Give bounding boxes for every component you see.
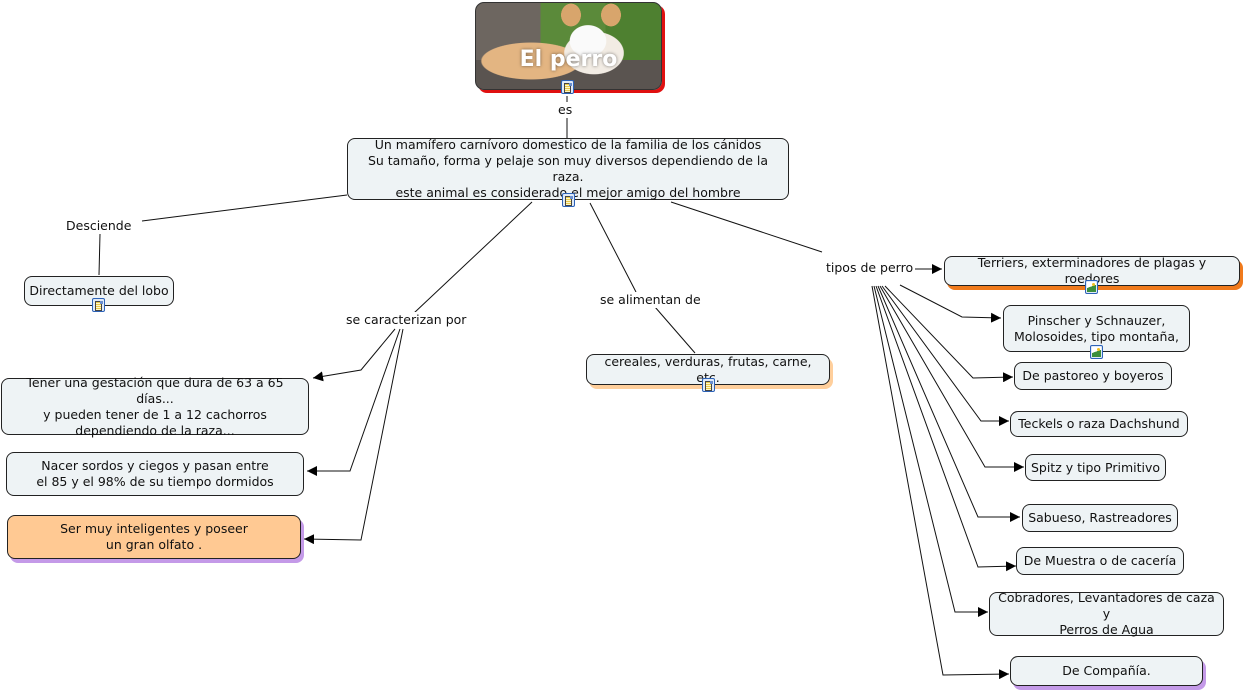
concept-type-teckels[interactable]: Teckels o raza Dachshund <box>1010 411 1188 437</box>
concept-gestacion[interactable]: Tener una gestación que dura de 63 a 65 … <box>1 375 309 438</box>
concept-type-sabueso[interactable]: Sabueso, Rastreadores <box>1022 504 1178 532</box>
arrow-to-pinscher <box>899 284 1002 323</box>
root-concept-el-perro[interactable]: El perro <box>475 2 662 90</box>
document-icon[interactable] <box>702 378 715 392</box>
line-definition-caracterizan <box>413 201 533 314</box>
line-definition-alimentan <box>589 202 637 293</box>
line-definition-desciende <box>141 194 348 222</box>
link-label-es: es <box>556 102 575 118</box>
link-label-se-caracterizan: se caracterizan por <box>344 312 469 328</box>
concept-type-compania[interactable]: De Compañía. <box>1010 656 1203 686</box>
arrow-to-teckels <box>881 285 1009 426</box>
arrow-to-inteligentes <box>303 328 404 545</box>
arrow-to-muestra <box>875 285 1017 572</box>
arrow-to-cobradores <box>873 285 988 617</box>
line-desciende-lobo <box>98 233 101 276</box>
concept-definition[interactable]: Un mamífero carnívoro domestico de la fa… <box>347 137 789 200</box>
concept-type-spitz[interactable]: Spitz y tipo Primitivo <box>1025 454 1166 481</box>
concept-type-muestra[interactable]: De Muestra o de cacería <box>1016 547 1184 575</box>
image-icon[interactable] <box>1085 280 1098 294</box>
arrow-to-sabueso <box>877 285 1020 522</box>
link-label-tipos-de-perro: tipos de perro <box>824 260 916 276</box>
arrow-to-compania <box>871 285 1010 680</box>
line-alimentan-alimentos <box>654 306 696 354</box>
link-label-se-alimentan: se alimentan de <box>598 292 703 308</box>
line-definition-tipos <box>670 201 823 253</box>
image-icon[interactable] <box>1090 345 1103 359</box>
link-label-desciende: Desciende <box>64 218 134 234</box>
arrow-to-sordos <box>307 328 401 476</box>
arrow-to-pastoreo <box>884 285 1014 383</box>
concept-type-pastoreo[interactable]: De pastoreo y boyeros <box>1014 362 1172 390</box>
root-title: El perro <box>519 47 618 72</box>
concept-sordos-ciegos[interactable]: Nacer sordos y ciegos y pasan entre el 8… <box>6 452 304 496</box>
arrow-to-spitz <box>879 285 1024 472</box>
document-icon[interactable] <box>92 298 105 312</box>
concept-inteligentes[interactable]: Ser muy inteligentes y poseer un gran ol… <box>7 515 301 559</box>
document-icon[interactable] <box>562 193 575 207</box>
concept-type-cobradores[interactable]: Cobradores, Levantadores de caza y Perro… <box>989 590 1224 637</box>
arrow-to-gestacion <box>312 328 396 382</box>
document-icon[interactable] <box>561 80 574 94</box>
concept-type-pinscher[interactable]: Pinscher y Schnauzer, Molosoides, tipo m… <box>1003 305 1190 352</box>
